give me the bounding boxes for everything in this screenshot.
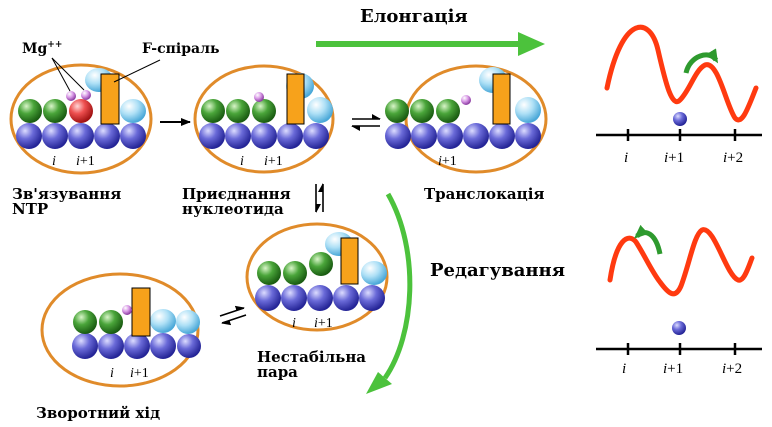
rna-strand: [18, 99, 67, 123]
complex-translocation: i+1: [385, 64, 548, 174]
f-helix-label: F-спіраль: [142, 41, 219, 57]
complex-outline: [40, 272, 200, 388]
position-i: i: [240, 154, 244, 169]
rna-strand: [73, 310, 123, 334]
f-helix: [286, 73, 305, 125]
backtrack-equilibrium-arrows: [219, 305, 247, 326]
polymerase-subunit: [307, 97, 333, 123]
f-helix: [492, 73, 511, 125]
rna-strand: [385, 99, 460, 123]
axis-label-i1: i+1: [664, 150, 684, 166]
mg-ion: [254, 92, 264, 102]
axis-label-i1: i+1: [663, 361, 683, 377]
position-i1: i+1: [76, 154, 95, 169]
polymerase-subunit: [515, 97, 541, 123]
f-helix: [131, 287, 151, 337]
editing-label: Редагування: [430, 260, 565, 281]
mg-ion: [122, 305, 132, 315]
polymerase-subunit: [120, 99, 146, 123]
f-helix-pointer: [113, 59, 161, 83]
template-strand: [16, 123, 146, 149]
editing-arrow: [366, 192, 413, 394]
position-i1: i+1: [438, 154, 457, 169]
axis-label-i: i: [622, 361, 626, 377]
complex-ntp-binding: i i+1: [9, 63, 153, 175]
elongation-arrow: [316, 32, 545, 56]
complex-nucleotide-addition: i i+1: [193, 64, 335, 174]
mg-pointer: [51, 57, 85, 91]
mg-label: Mg++: [22, 40, 62, 57]
forward-motion-arrow: [683, 48, 719, 74]
energy-landscape-forward: i i+1 i+2: [596, 24, 762, 166]
nucleotide-marker: [673, 112, 687, 126]
polymerase-subunit: [150, 309, 176, 333]
translocation-label: Транслокація: [424, 185, 544, 203]
energy-curve: [604, 24, 759, 123]
template-strand: [385, 123, 541, 149]
polymerase-subunit: [176, 310, 200, 334]
rna-strand: [257, 252, 333, 285]
nucleotide-marker: [672, 321, 686, 335]
mg-pointer: [51, 57, 71, 92]
complex-outline: [404, 64, 548, 174]
equilibrium-arrows: [351, 114, 381, 131]
vertical-equilibrium-arrows: [315, 183, 324, 213]
backtracking-label: Зворотний хід: [36, 404, 160, 422]
template-strand: [72, 333, 201, 359]
template-strand: [255, 285, 385, 311]
energy-curve: [607, 227, 755, 297]
position-i1: i+1: [130, 366, 149, 381]
template-strand: [199, 123, 329, 149]
mg-ion: [461, 95, 471, 105]
position-i1: i+1: [264, 154, 283, 169]
position-i: i: [52, 154, 56, 169]
axis-label-i2: i+2: [722, 361, 742, 377]
axis-label-i: i: [624, 150, 628, 166]
incoming-ntp: [69, 99, 93, 123]
position-i1: i+1: [314, 316, 333, 331]
f-helix: [100, 73, 120, 125]
energy-landscape-editing: i i+1 i+2: [596, 224, 762, 377]
backward-motion-arrow: [634, 224, 663, 255]
complex-backtracking: i i+1: [40, 272, 201, 388]
position-i: i: [110, 366, 114, 381]
complex-unstable-pair: i i+1: [245, 222, 389, 332]
axis-label-i2: i+2: [723, 150, 743, 166]
mg-ion: [81, 90, 91, 100]
rna-strand: [201, 99, 276, 123]
elongation-label: Елонгація: [360, 6, 468, 27]
position-i: i: [292, 316, 296, 331]
f-helix: [340, 237, 359, 285]
polymerase-subunit: [361, 261, 387, 285]
mg-ion: [66, 91, 76, 101]
